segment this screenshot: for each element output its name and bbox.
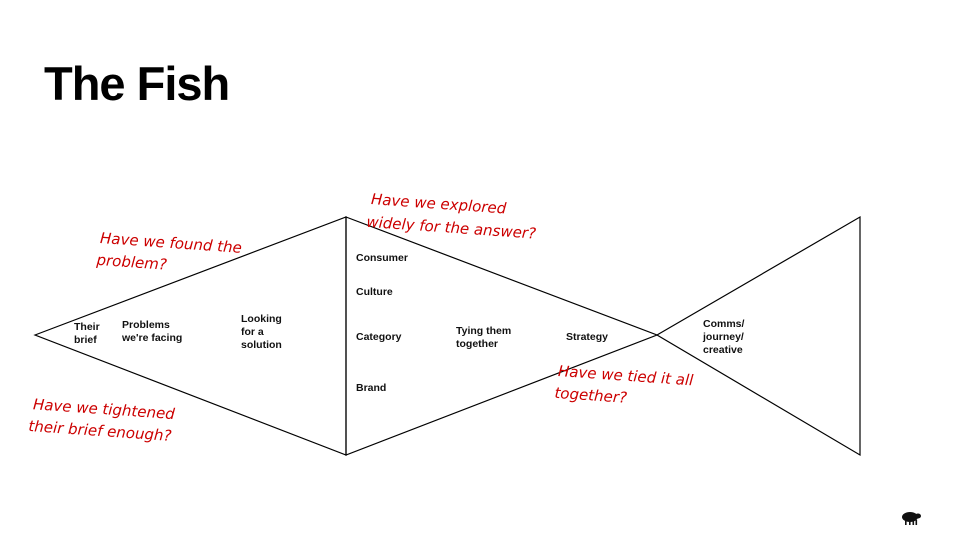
note-tightened: Have we tightened their brief enough? — [28, 395, 180, 445]
label-strategy: Strategy — [566, 331, 608, 343]
label-category: Category — [356, 331, 402, 343]
label-tying: Tying them together — [456, 325, 514, 350]
label-brand: Brand — [356, 382, 386, 394]
label-culture: Culture — [356, 286, 393, 298]
label-problems: Problems we're facing — [121, 319, 182, 344]
fish-tail-shape — [655, 215, 861, 457]
label-looking: Looking for a solution — [241, 313, 285, 351]
label-comms: Comms/ journey/ creative — [702, 318, 747, 356]
page-title: The Fish — [44, 57, 230, 110]
label-consumer: Consumer — [356, 252, 408, 264]
note-found-problem: Have we found the problem? — [95, 229, 247, 279]
label-their-brief: Their brief — [74, 321, 103, 346]
note-tied: Have we tied it all together? — [554, 362, 699, 412]
fish-body-shape — [345, 216, 659, 456]
sheep-icon — [902, 512, 921, 525]
